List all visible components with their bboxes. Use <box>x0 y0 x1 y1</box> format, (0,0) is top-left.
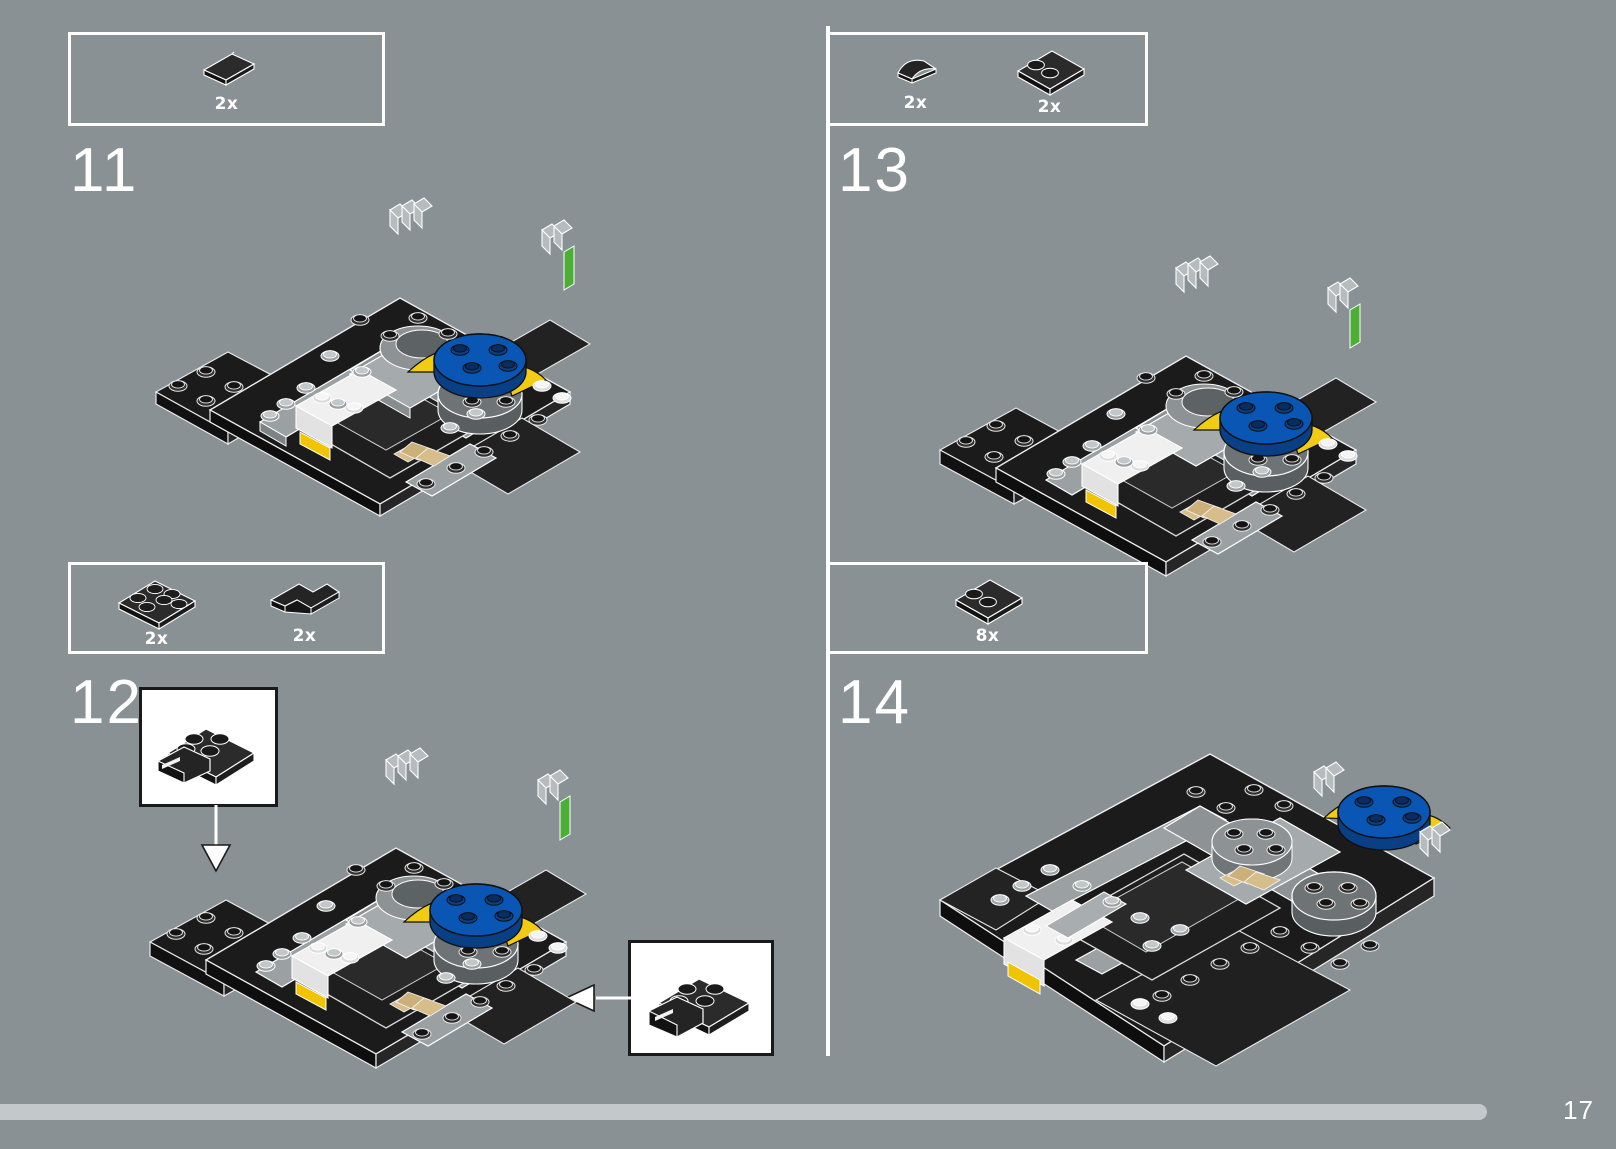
slope-curved-2x2-icon <box>1016 50 1085 96</box>
callout-arrow-left <box>564 983 638 1013</box>
subassembly-plate-corner-icon <box>648 978 751 1038</box>
part-item: 2x <box>192 44 262 114</box>
plate-2x3-icon <box>117 580 196 630</box>
slope-curved-1x1-icon <box>896 59 936 84</box>
model-step-13 <box>920 220 1390 578</box>
part-qty: 2x <box>1037 97 1062 117</box>
callout-arrow-down <box>200 805 232 873</box>
plate-corner-2x2-icon <box>269 583 340 615</box>
part-qty: 2x <box>292 626 317 646</box>
parts-box-14: 8x <box>827 562 1148 654</box>
page-number: 17 <box>1563 1095 1594 1125</box>
part-item: 2x <box>1008 41 1092 117</box>
part-qty: 8x <box>975 626 1000 646</box>
step-number-14: 14 <box>838 668 911 737</box>
model-step-12 <box>140 730 600 1070</box>
column-divider <box>826 26 830 1056</box>
part-item: 2x <box>884 45 948 113</box>
tile-1x2-icon <box>202 51 255 86</box>
callout-right-step-12 <box>628 940 774 1056</box>
slope-curved-2x2-icon <box>954 579 1023 625</box>
step-number-12: 12 <box>70 668 143 737</box>
part-qty: 2x <box>214 94 239 114</box>
progress-bar-fill <box>0 1104 1487 1120</box>
step-number-11: 11 <box>70 136 139 205</box>
part-qty: 2x <box>144 629 169 649</box>
part-item: 8x <box>946 570 1030 646</box>
step-number-13: 13 <box>838 136 911 205</box>
model-step-11 <box>150 160 592 518</box>
subassembly-plate-corner-icon <box>156 728 255 786</box>
part-qty: 2x <box>903 93 928 113</box>
parts-box-12: 2x 2x <box>68 562 385 654</box>
parts-box-13: 2x 2x <box>827 32 1148 126</box>
callout-top-step-12 <box>139 687 278 807</box>
part-item: 2x <box>109 567 205 649</box>
model-step-14 <box>900 750 1470 1080</box>
part-item: 2x <box>265 570 345 646</box>
parts-box-11: 2x <box>68 32 385 126</box>
